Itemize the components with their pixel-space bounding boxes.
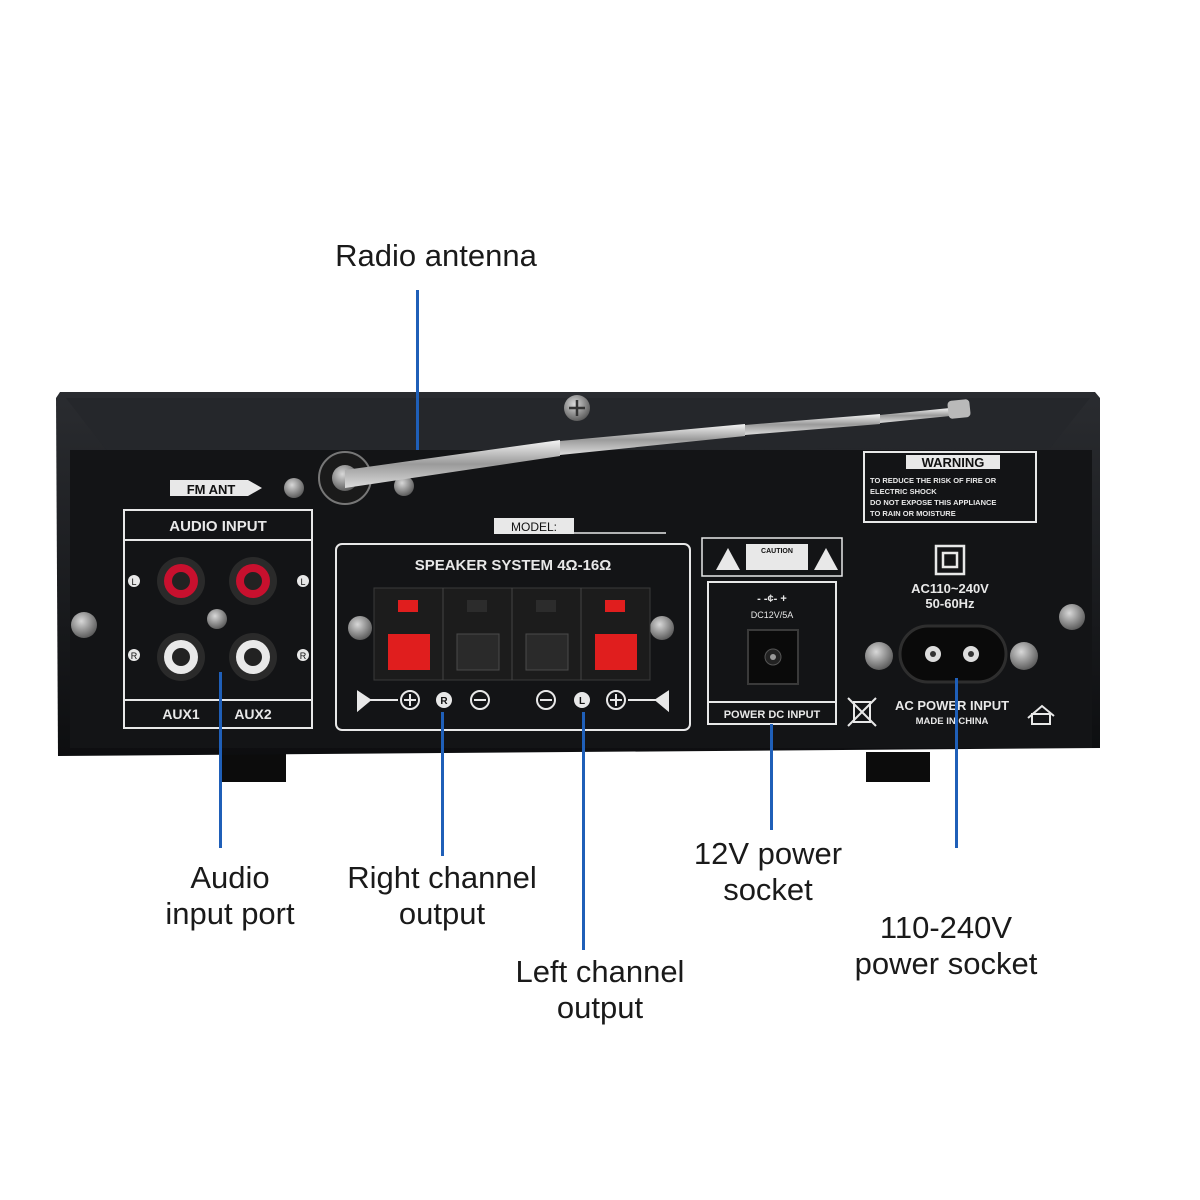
callout-audio-input-line2: input port [165, 896, 295, 931]
model-label: MODEL: [511, 520, 557, 534]
dc-power-jack[interactable] [747, 629, 799, 685]
speaker-screw-right [650, 616, 674, 640]
leader-right-channel [441, 712, 444, 856]
made-in-label: MADE IN CHINA [916, 716, 989, 727]
left-channel-negative-terminal[interactable] [525, 600, 569, 671]
dc-input-panel: - -¢- + DC12V/5A POWER DC INPUT [707, 581, 837, 725]
right-marker-1: R [131, 651, 138, 661]
left-channel-marker-label: L [579, 696, 585, 707]
right-channel-positive-terminal[interactable] [388, 600, 430, 670]
weee-bin-icon [847, 697, 877, 727]
chassis-top-bevel [66, 398, 1090, 452]
callout-dc-socket-line1: 12V power [693, 836, 843, 871]
ac-power-input-label: AC POWER INPUT [895, 698, 1009, 713]
antenna-screw-right [394, 476, 414, 496]
warning-line-4: TO RAIN OR MOISTURE [870, 509, 956, 518]
caution-label: CAUTION [761, 548, 793, 555]
power-dc-input-label: POWER DC INPUT [724, 709, 821, 721]
leader-dc-socket [770, 724, 773, 830]
callout-left-channel-line2: output [556, 990, 644, 1025]
callout-dc-socket: 12V power socket [658, 836, 878, 908]
leader-audio-input [219, 672, 222, 848]
right-channel-marker-label: R [440, 696, 448, 707]
rca-aux1-right[interactable] [157, 633, 205, 681]
ac-rating-label: AC110~240V [911, 581, 989, 596]
callout-audio-input-line1: Audio [190, 860, 270, 895]
callout-right-channel: Right channel output [322, 860, 562, 932]
rca-aux1-left[interactable] [157, 557, 205, 605]
warning-line-1: TO REDUCE THE RISK OF FIRE OR [870, 476, 997, 485]
leader-radio-antenna [416, 290, 419, 450]
warning-line-2: ELECTRIC SHOCK [870, 487, 937, 496]
ac-power-socket[interactable] [898, 624, 1008, 684]
radio-antenna[interactable] [318, 399, 971, 505]
warning-label: WARNING TO REDUCE THE RISK OF FIRE OR EL… [863, 451, 1037, 523]
left-marker-1: L [131, 577, 136, 587]
audio-input-panel: AUDIO INPUT AUX1 AUX2 L L R R [123, 509, 313, 729]
left-marker-2: L [300, 577, 305, 587]
warning-line-3: DO NOT EXPOSE THIS APPLIANCE [870, 498, 996, 507]
rca-aux2-left[interactable] [229, 557, 277, 605]
double-insulation-icon [934, 544, 966, 576]
leader-left-channel [582, 712, 585, 950]
leader-ac-socket [955, 678, 958, 848]
callout-ac-socket-line1: 110-240V [879, 910, 1013, 945]
aux1-label: AUX1 [162, 706, 200, 722]
fm-ant-label-plate [170, 480, 262, 496]
dc-rating-label: DC12V/5A [751, 610, 794, 620]
ac-screw-left [865, 642, 893, 670]
right-marker-2: R [300, 651, 307, 661]
right-foot [866, 752, 930, 782]
left-foot [222, 752, 286, 782]
callout-left-channel-line1: Left channel [515, 954, 685, 989]
speaker-polarity-markings [357, 690, 669, 713]
dc-polarity-symbol: - -¢- + [757, 593, 787, 605]
left-side-screw [71, 612, 97, 638]
callout-radio-antenna-text: Radio antenna [335, 238, 537, 273]
callout-right-channel-line1: Right channel [347, 860, 537, 895]
model-label-plate [494, 518, 574, 534]
aux2-label: AUX2 [234, 706, 272, 722]
left-channel-marker [574, 692, 590, 708]
indoor-use-icon [1027, 704, 1055, 725]
speaker-screw-left [348, 616, 372, 640]
callout-left-channel: Left channel output [480, 954, 720, 1026]
antenna-screw-left [284, 478, 304, 498]
ac-frequency-label: 50-60Hz [925, 596, 975, 611]
callout-ac-socket: 110-240V power socket [826, 910, 1066, 982]
rca-aux2-right[interactable] [229, 633, 277, 681]
speaker-output-panel: SPEAKER SYSTEM 4Ω-16Ω [335, 543, 691, 731]
rca-center-screw [207, 609, 227, 629]
callout-dc-socket-line2: socket [723, 872, 813, 907]
speaker-system-label: SPEAKER SYSTEM 4Ω-16Ω [415, 557, 612, 574]
caution-strip: CAUTION [701, 537, 843, 577]
callout-radio-antenna: Radio antenna [316, 238, 556, 274]
ac-screw-right [1010, 642, 1038, 670]
right-side-screw [1059, 604, 1085, 630]
callout-audio-input: Audio input port [130, 860, 330, 932]
warning-title: WARNING [922, 455, 985, 470]
right-channel-negative-terminal[interactable] [456, 600, 500, 671]
left-channel-positive-terminal[interactable] [595, 600, 637, 670]
fm-ant-label: FM ANT [187, 482, 236, 497]
right-channel-marker [436, 692, 452, 708]
callout-right-channel-line2: output [398, 896, 486, 931]
audio-input-title: AUDIO INPUT [169, 518, 267, 535]
callout-ac-socket-line2: power socket [854, 946, 1038, 981]
